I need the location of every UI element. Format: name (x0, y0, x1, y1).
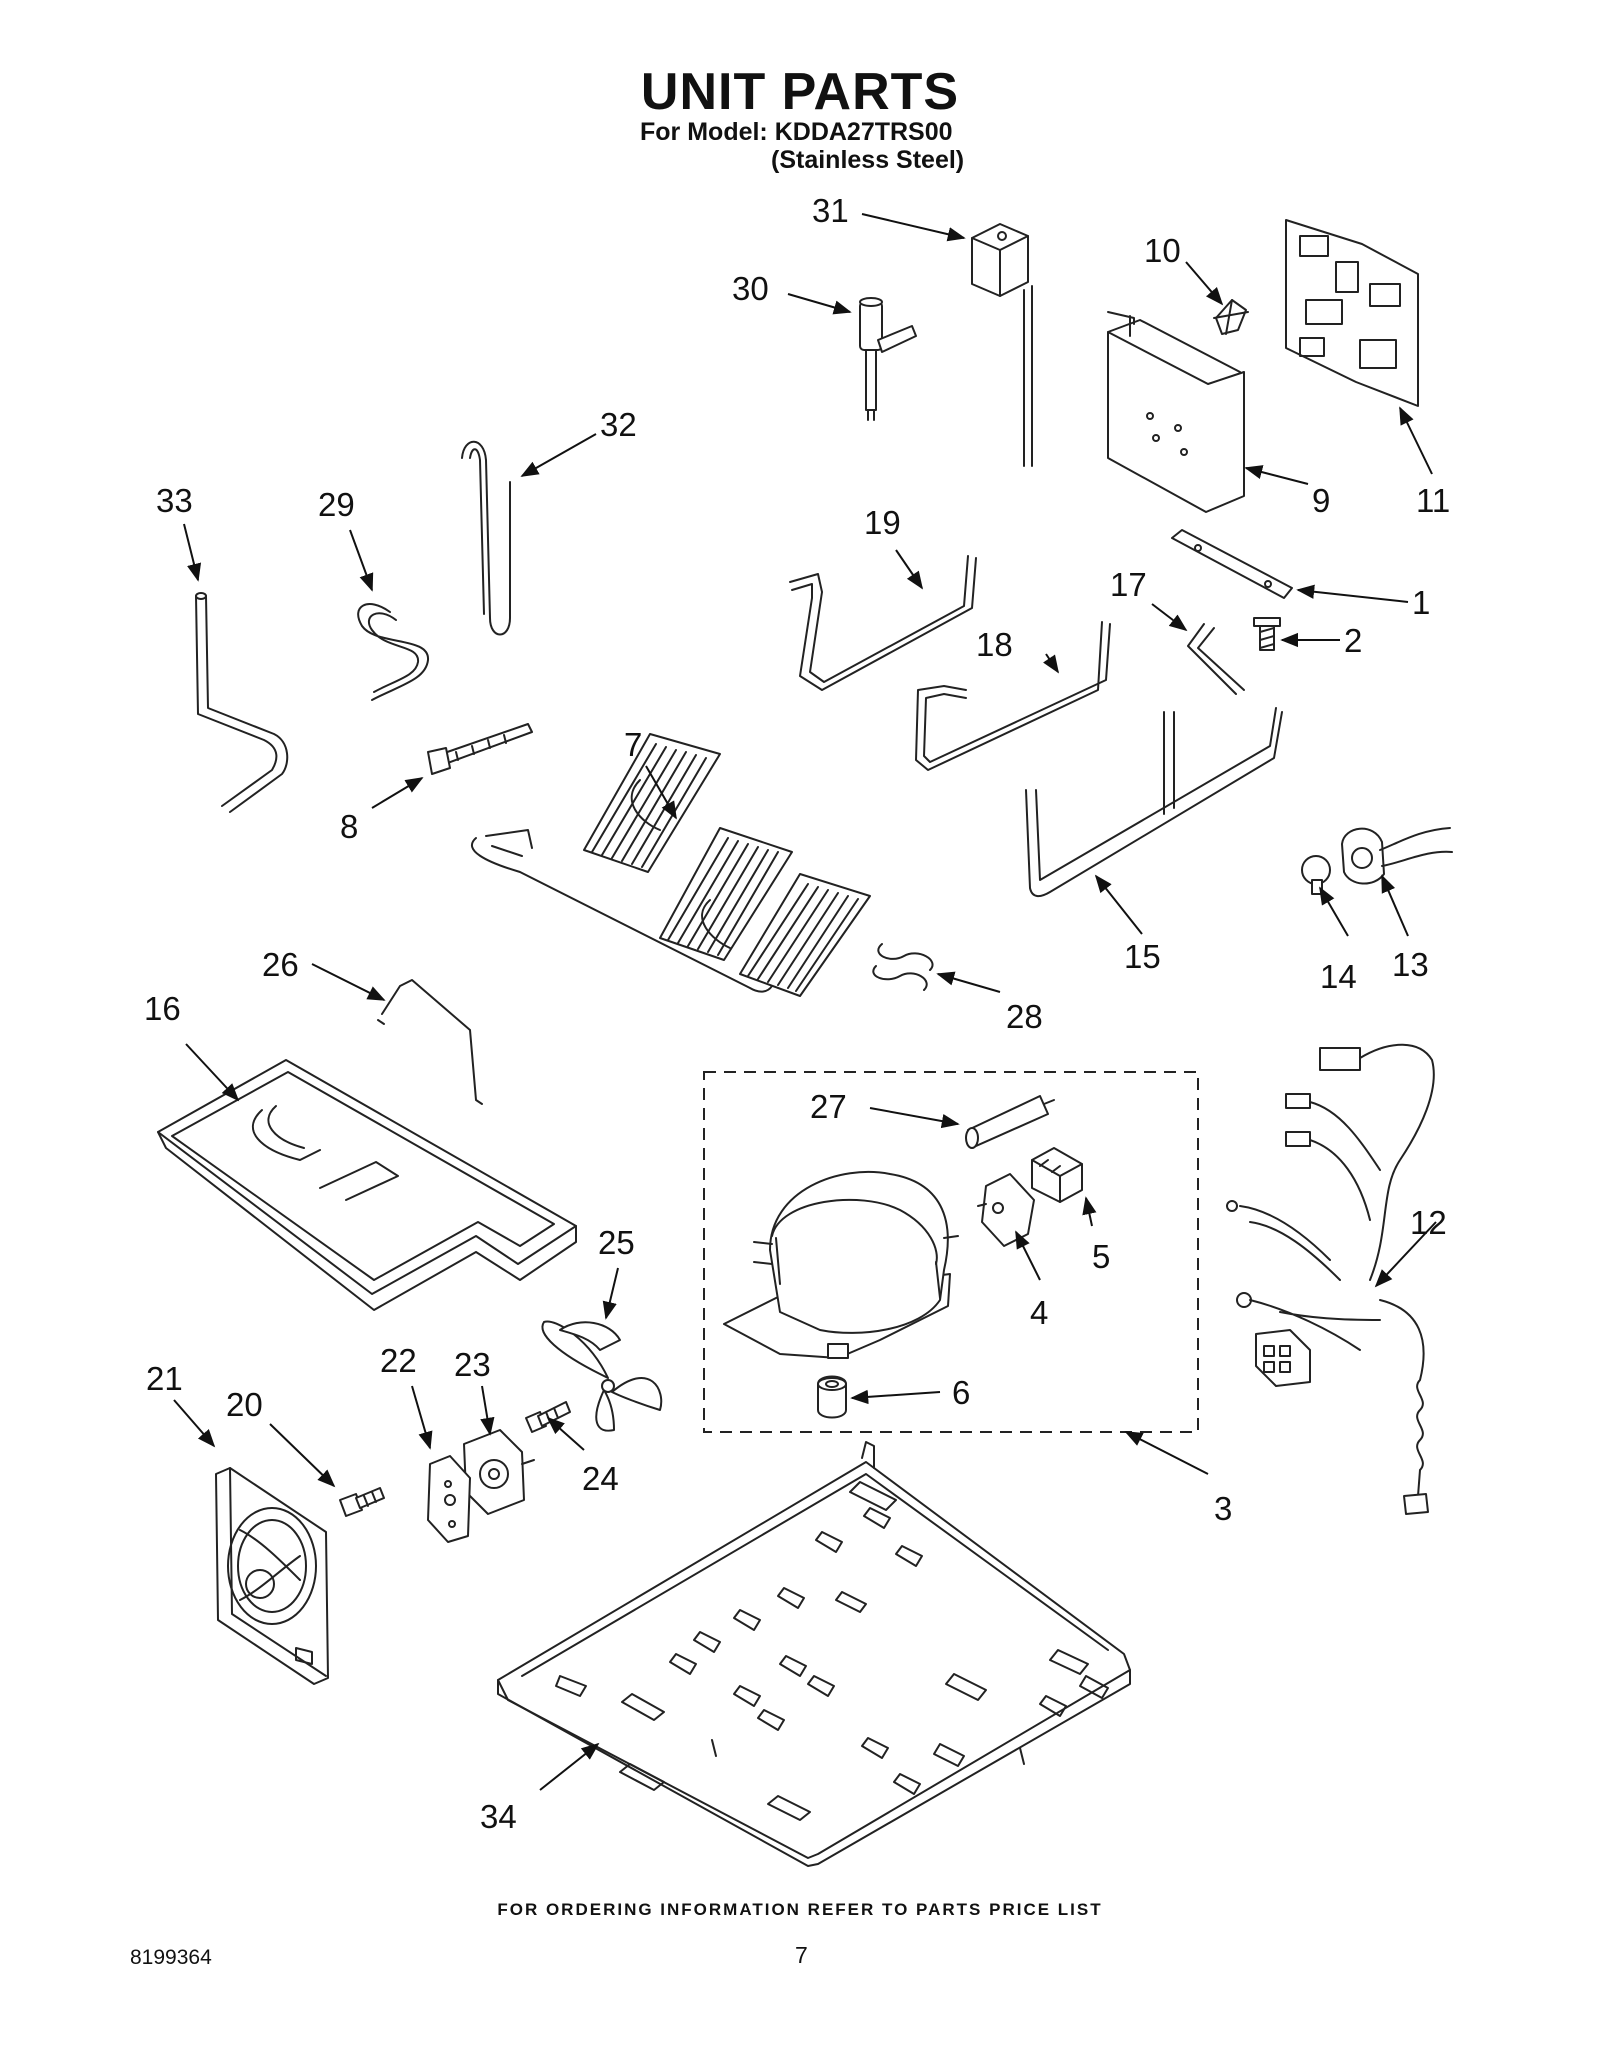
finish-line: (Stainless Steel) (771, 146, 965, 174)
part-19-tube (789, 555, 977, 691)
part-6-grommet (817, 1375, 847, 1419)
part-27-drier (965, 1095, 1055, 1149)
callout-23: 23 (454, 1346, 491, 1383)
part-12-wire-harness (1226, 1043, 1435, 1515)
part-16-drain-pan (157, 1059, 577, 1311)
callout-14: 14 (1320, 958, 1357, 995)
part-30-valve (859, 297, 917, 421)
part-32-tube (461, 440, 511, 636)
document-number: 8199364 (130, 1946, 212, 1969)
callout-6: 6 (952, 1374, 970, 1411)
ordering-note: FOR ORDERING INFORMATION REFER TO PARTS … (497, 1900, 1103, 1919)
callout-12: 12 (1410, 1204, 1447, 1241)
callout-31: 31 (812, 192, 849, 229)
callout-5: 5 (1092, 1238, 1110, 1275)
callout-21: 21 (146, 1360, 183, 1397)
callout-10: 10 (1144, 232, 1181, 269)
callout-13: 13 (1392, 946, 1429, 983)
callout-28: 28 (1006, 998, 1043, 1035)
part-31-damper (971, 223, 1033, 467)
model-line: For Model: KDDA27TRS00 (640, 118, 953, 146)
part-24-screw (525, 1401, 571, 1433)
part-14-plug (1301, 855, 1331, 895)
part-11-control-board (1285, 219, 1419, 407)
part-2-screw (1253, 617, 1281, 651)
part-17-tube (1187, 623, 1245, 695)
callout-17: 17 (1110, 566, 1147, 603)
callout-27: 27 (810, 1088, 847, 1125)
part-13-thermal-device (1341, 827, 1453, 885)
callout-4: 4 (1030, 1294, 1048, 1331)
part-4-relay (977, 1173, 1035, 1247)
part-20-screw (339, 1487, 385, 1517)
callout-32: 32 (600, 406, 637, 443)
callout-labels: 31 30 10 32 33 29 9 11 19 1 17 2 18 7 8 … (144, 192, 1450, 1835)
page-title: UNIT PARTS (640, 63, 960, 121)
callout-3: 3 (1214, 1490, 1232, 1527)
callout-2: 2 (1344, 622, 1362, 659)
callout-25: 25 (598, 1224, 635, 1261)
part-3-compressor (723, 1170, 959, 1359)
part-1-bracket (1171, 529, 1293, 599)
callout-24: 24 (582, 1460, 619, 1497)
callout-7: 7 (624, 726, 642, 763)
callout-26: 26 (262, 946, 299, 983)
callout-16: 16 (144, 990, 181, 1027)
part-5-overload (1031, 1147, 1083, 1203)
compressor-group-box (703, 1071, 1199, 1433)
part-29-tube (357, 603, 430, 701)
part-28-clips (872, 943, 934, 991)
callout-8: 8 (340, 808, 358, 845)
part-34-base-pan (497, 1441, 1131, 1867)
callout-18: 18 (976, 626, 1013, 663)
part-8-cable-tie (427, 723, 533, 775)
part-9-bracket (1107, 311, 1245, 513)
part-15-tube (1025, 707, 1283, 898)
part-10-clip (1213, 299, 1249, 335)
part-33-tube (195, 592, 289, 813)
callout-1: 1 (1412, 584, 1430, 621)
callout-20: 20 (226, 1386, 263, 1423)
leader-lines (173, 213, 1437, 1791)
callout-9: 9 (1312, 482, 1330, 519)
callout-29: 29 (318, 486, 355, 523)
callout-34: 34 (480, 1798, 517, 1835)
callout-30: 30 (732, 270, 769, 307)
callout-15: 15 (1124, 938, 1161, 975)
page-number: 7 (795, 1942, 808, 1968)
part-18-tube (915, 621, 1111, 771)
part-21-fan-shroud (215, 1467, 329, 1685)
part-7-condenser (471, 733, 871, 997)
part-22-bracket-plate (427, 1455, 471, 1543)
part-25-fan-blade (541, 1320, 663, 1432)
callout-11: 11 (1416, 482, 1450, 519)
callout-33: 33 (156, 482, 193, 519)
part-23-fan-motor (463, 1429, 535, 1515)
callout-22: 22 (380, 1342, 417, 1379)
part-26-wire (377, 979, 483, 1105)
callout-19: 19 (864, 504, 901, 541)
